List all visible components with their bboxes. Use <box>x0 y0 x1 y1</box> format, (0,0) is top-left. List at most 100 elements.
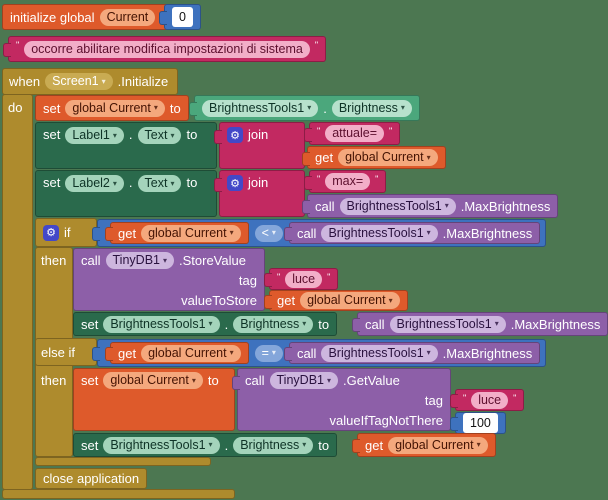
set-label: set <box>81 373 99 388</box>
set-global-current-to-getvalue-block[interactable]: set global Current▾ to <box>73 368 235 431</box>
variable-dropdown[interactable]: global Current▾ <box>300 292 400 309</box>
number-value-field[interactable]: 100 <box>463 413 498 433</box>
get-global-current-block-3[interactable]: get global Current▾ <box>264 290 408 311</box>
component-dropdown[interactable]: Label2▾ <box>65 175 124 192</box>
call-label: call <box>296 225 317 241</box>
initialize-global-block[interactable]: initialize global Current to <box>2 4 180 30</box>
get-global-current-block-5[interactable]: get global Current▾ <box>352 433 496 457</box>
if-block-header[interactable]: ⚙ if <box>35 218 97 247</box>
property-dropdown[interactable]: Brightness▾ <box>331 99 412 117</box>
string-block-max[interactable]: " max= " <box>304 170 387 193</box>
math-number-block-0[interactable]: 0 <box>159 4 201 30</box>
string-text-field[interactable]: attuale= <box>325 125 385 142</box>
math-number-block-100[interactable]: 100 <box>450 412 506 434</box>
set-brightness-block-2[interactable]: set BrightnessTools1▾ . Brightness▾ to <box>73 433 338 457</box>
dropdown-arrow-icon: ▾ <box>326 375 331 385</box>
block-plug <box>159 11 167 25</box>
get-global-current-block-1[interactable]: get global Current▾ <box>302 146 446 169</box>
get-global-current-block-2[interactable]: get global Current▾ <box>105 222 249 244</box>
call-maxbrightness-block-1[interactable]: call BrightnessTools1▾ .MaxBrightness <box>302 194 559 218</box>
block-plug <box>283 227 292 241</box>
method-name-label: .GetValue <box>343 373 400 388</box>
block-plug <box>352 439 360 453</box>
call-maxbrightness-block-2[interactable]: call BrightnessTools1▾ .MaxBrightness <box>283 222 541 244</box>
call-tinydb-storevalue-block[interactable]: call TinyDB1▾ .StoreValue tag valueToSto… <box>73 248 265 311</box>
component-dropdown[interactable]: BrightnessTools1▾ <box>321 224 438 242</box>
dot-label: . <box>224 437 229 453</box>
component-dropdown[interactable]: Label1▾ <box>65 127 124 144</box>
join-block-2[interactable]: ⚙ join <box>214 170 305 217</box>
dropdown-arrow-icon: ▾ <box>494 319 499 329</box>
string-text-field[interactable]: occorre abilitare modifica impostazioni … <box>24 40 310 58</box>
property-dropdown[interactable]: Text▾ <box>137 127 182 144</box>
string-text-field[interactable]: max= <box>325 173 371 190</box>
variable-name-field[interactable]: Current <box>99 8 156 26</box>
call-label: call <box>296 345 317 361</box>
block-plug <box>302 200 310 214</box>
component-dropdown[interactable]: BrightnessTools1▾ <box>321 344 438 362</box>
operator-dropdown[interactable]: =▾ <box>254 344 283 362</box>
else-if-label: else if <box>41 344 75 360</box>
set-label2-text-block[interactable]: set Label2▾ . Text▾ to <box>35 170 217 217</box>
mutator-gear-icon[interactable]: ⚙ <box>227 175 243 191</box>
when-block-header[interactable]: when Screen1▾ .Initialize <box>2 68 178 95</box>
string-block-warning[interactable]: " occorre abilitare modifica impostazion… <box>3 36 327 62</box>
block-plug <box>304 127 312 142</box>
set-label: set <box>43 127 61 142</box>
set-global-current-block[interactable]: set global Current▾ to <box>35 95 189 121</box>
component-dropdown[interactable]: BrightnessTools1▾ <box>202 99 319 117</box>
dropdown-arrow-icon: ▾ <box>112 178 117 188</box>
get-global-current-block-4[interactable]: get global Current▾ <box>105 342 249 364</box>
string-block-luce-1[interactable]: " luce " <box>264 268 339 290</box>
call-label: call <box>365 316 385 332</box>
component-dropdown[interactable]: TinyDB1▾ <box>269 372 338 389</box>
variable-dropdown[interactable]: global Current▾ <box>338 149 438 166</box>
string-text-field[interactable]: luce <box>285 270 323 288</box>
variable-dropdown[interactable]: global Current▾ <box>141 344 241 362</box>
variable-dropdown[interactable]: global Current▾ <box>388 436 488 454</box>
block-plug <box>92 227 100 241</box>
block-plug <box>105 347 113 361</box>
join-label: join <box>248 175 269 190</box>
call-label: call <box>245 373 265 388</box>
operator-dropdown[interactable]: <▾ <box>254 224 283 242</box>
variable-dropdown[interactable]: global Current▾ <box>103 372 203 389</box>
block-plug <box>450 417 458 431</box>
component-dropdown[interactable]: BrightnessTools1▾ <box>339 197 456 215</box>
property-dropdown[interactable]: Brightness▾ <box>233 436 314 454</box>
comparison-block-lt[interactable]: get global Current▾ <▾ call BrightnessTo… <box>92 219 547 247</box>
screen-dropdown[interactable]: Screen1▾ <box>45 73 113 90</box>
component-dropdown[interactable]: TinyDB1▾ <box>105 252 174 269</box>
dropdown-arrow-icon: ▾ <box>302 440 307 450</box>
variable-dropdown[interactable]: global Current▾ <box>65 99 165 117</box>
to-label: to <box>169 100 181 116</box>
block-plug <box>283 347 292 361</box>
close-application-block[interactable]: close application <box>35 468 148 489</box>
when-screen1-initialize-block[interactable] <box>2 68 178 95</box>
call-tinydb-getvalue-block[interactable]: call TinyDB1▾ .GetValue tag valueIfTagNo… <box>232 368 451 431</box>
dot-label: . <box>323 100 327 116</box>
set-brightness-block-1[interactable]: set BrightnessTools1▾ . Brightness▾ to <box>73 312 338 336</box>
property-dropdown[interactable]: Text▾ <box>137 175 182 192</box>
dropdown-arrow-icon: ▾ <box>302 319 307 329</box>
component-dropdown[interactable]: BrightnessTools1▾ <box>103 436 220 454</box>
call-maxbrightness-block-3[interactable]: call BrightnessTools1▾ .MaxBrightness <box>352 312 608 336</box>
open-quote: " <box>16 40 20 50</box>
call-maxbrightness-block-4[interactable]: call BrightnessTools1▾ .MaxBrightness <box>283 342 541 364</box>
number-value-field[interactable]: 0 <box>172 7 193 27</box>
property-dropdown[interactable]: Brightness▾ <box>233 315 314 333</box>
brightnesstools1-brightness-getter-block[interactable]: BrightnessTools1▾ . Brightness▾ <box>189 95 420 121</box>
string-text-field[interactable]: luce <box>471 391 509 409</box>
mutator-gear-icon[interactable]: ⚙ <box>227 127 243 143</box>
set-label1-text-block[interactable]: set Label1▾ . Text▾ to <box>35 122 217 169</box>
string-block-luce-2[interactable]: " luce " <box>450 389 525 411</box>
valuetostore-param-label: valueToStore <box>181 293 257 308</box>
component-dropdown[interactable]: BrightnessTools1▾ <box>389 315 506 333</box>
join-block-1[interactable]: ⚙ join <box>214 122 305 169</box>
variable-dropdown[interactable]: global Current▾ <box>141 224 241 242</box>
component-dropdown[interactable]: BrightnessTools1▾ <box>103 315 220 333</box>
mutator-gear-icon[interactable]: ⚙ <box>43 224 59 241</box>
comparison-block-eq[interactable]: get global Current▾ =▾ call BrightnessTo… <box>92 339 547 367</box>
string-block-attuale[interactable]: " attuale= " <box>304 122 401 145</box>
block-plug <box>352 318 360 332</box>
